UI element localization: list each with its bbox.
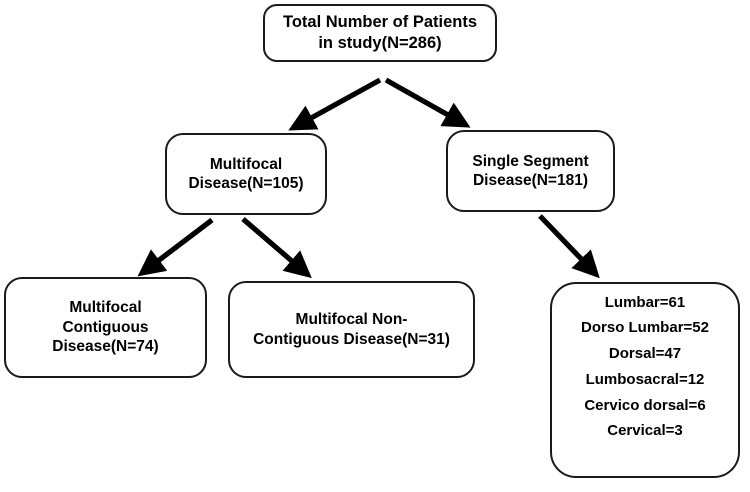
multifocal-contiguous-line-3: Disease(N=74) <box>52 338 159 356</box>
breakdown-item-dorsal: Dorsal=47 <box>608 345 682 362</box>
multifocal-disease-line-2: Disease(N=105) <box>188 175 304 192</box>
multifocal-non-contiguous-disease-box: Multifocal Non- Contiguous Disease(N=31) <box>228 281 475 378</box>
multifocal-contiguous-line-1: Multifocal <box>69 299 142 317</box>
multifocal-non-contiguous-line-1: Multifocal Non- <box>295 311 408 329</box>
multifocal-contiguous-line-2: Contiguous <box>62 318 149 336</box>
single-segment-breakdown-box: Lumbar=61 Dorso Lumbar=52 Dorsal=47 Lumb… <box>550 282 740 478</box>
single-segment-disease-line-1: Single Segment <box>472 152 589 170</box>
edge-total-to-single-segment <box>384 77 471 128</box>
breakdown-item-cervical: Cervical=3 <box>607 422 683 440</box>
multifocal-disease-line-1: Multifocal <box>209 155 283 173</box>
multifocal-disease-box: Multifocal Disease(N=105) <box>165 133 327 215</box>
multifocal-contiguous-disease-box: Multifocal Contiguous Disease(N=74) <box>4 277 207 378</box>
breakdown-item-dorso-lumbar: Dorso Lumbar=52 <box>581 319 709 337</box>
breakdown-item-cervico-dorsal: Cervico dorsal=6 <box>584 396 706 414</box>
edge-multifocal-to-noncontiguous <box>241 217 312 279</box>
total-patients-box: Total Number of Patients in study(N=286) <box>263 4 497 62</box>
single-segment-disease-line-2: Disease(N=181) <box>472 172 589 189</box>
total-patients-line-2: in study(N=286) <box>318 34 442 52</box>
edge-multifocal-to-contiguous <box>137 217 214 277</box>
breakdown-item-lumbar: Lumbar=61 <box>604 293 686 311</box>
total-patients-line-1: Total Number of Patients <box>282 13 478 32</box>
multifocal-non-contiguous-line-2: Contiguous Disease(N=31) <box>253 330 450 348</box>
single-segment-disease-box: Single Segment Disease(N=181) <box>446 130 615 212</box>
edge-single-segment-to-breakdown <box>538 214 600 279</box>
edge-total-to-multifocal <box>288 77 382 131</box>
breakdown-item-lumbosacral: Lumbosacral=12 <box>585 370 705 388</box>
